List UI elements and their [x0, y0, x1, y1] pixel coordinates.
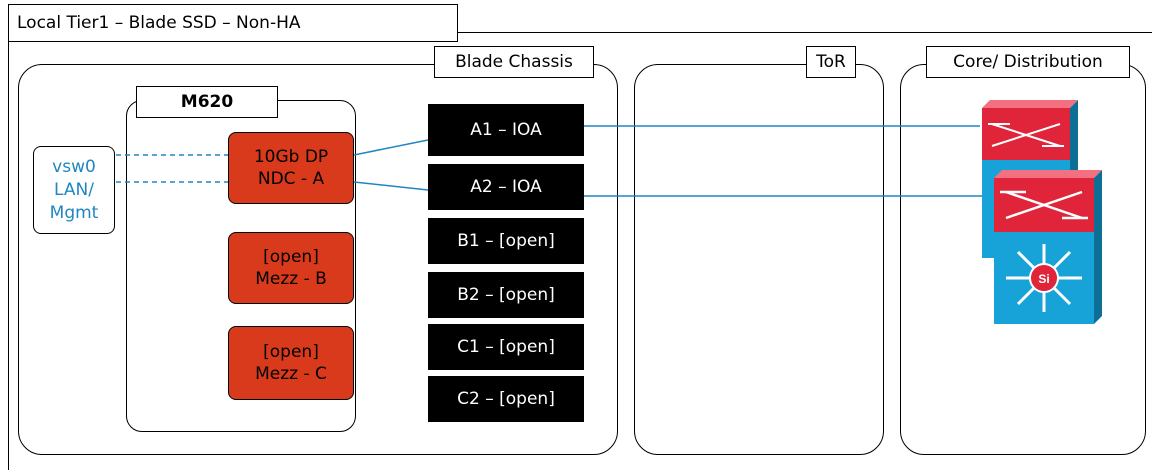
nic-ndc-a: 10Gb DP NDC - A	[228, 132, 354, 204]
nic-mezz-c: [open] Mezz - C	[228, 326, 354, 400]
vswitch-box: vsw0 LAN/ Mgmt	[33, 146, 115, 234]
tor-label: ToR	[806, 46, 856, 78]
io-module-a2: A2 – IOA	[428, 164, 584, 210]
diagram-title: Local Tier1 – Blade SSD – Non-HA	[8, 4, 458, 42]
link-ndc-a2	[353, 181, 429, 191]
io-module-b1: B1 – [open]	[428, 218, 584, 264]
blade-chassis-label: Blade Chassis	[434, 46, 594, 78]
io-module-c1: C1 – [open]	[428, 324, 584, 370]
core-distribution-label: Core/ Distribution	[926, 46, 1130, 78]
io-module-c2: C2 – [open]	[428, 376, 584, 422]
tor-group	[634, 64, 884, 455]
svg-text:Si: Si	[1038, 272, 1049, 286]
io-module-b2: B2 – [open]	[428, 272, 584, 318]
io-module-a1: A1 – IOA	[428, 104, 584, 156]
server-label: M620	[136, 86, 278, 118]
multilayer-switch-icon: Si	[994, 170, 1102, 324]
nic-mezz-b: [open] Mezz - B	[228, 232, 354, 304]
link-ndc-a1	[353, 139, 429, 156]
diagram-frame	[8, 32, 1152, 470]
